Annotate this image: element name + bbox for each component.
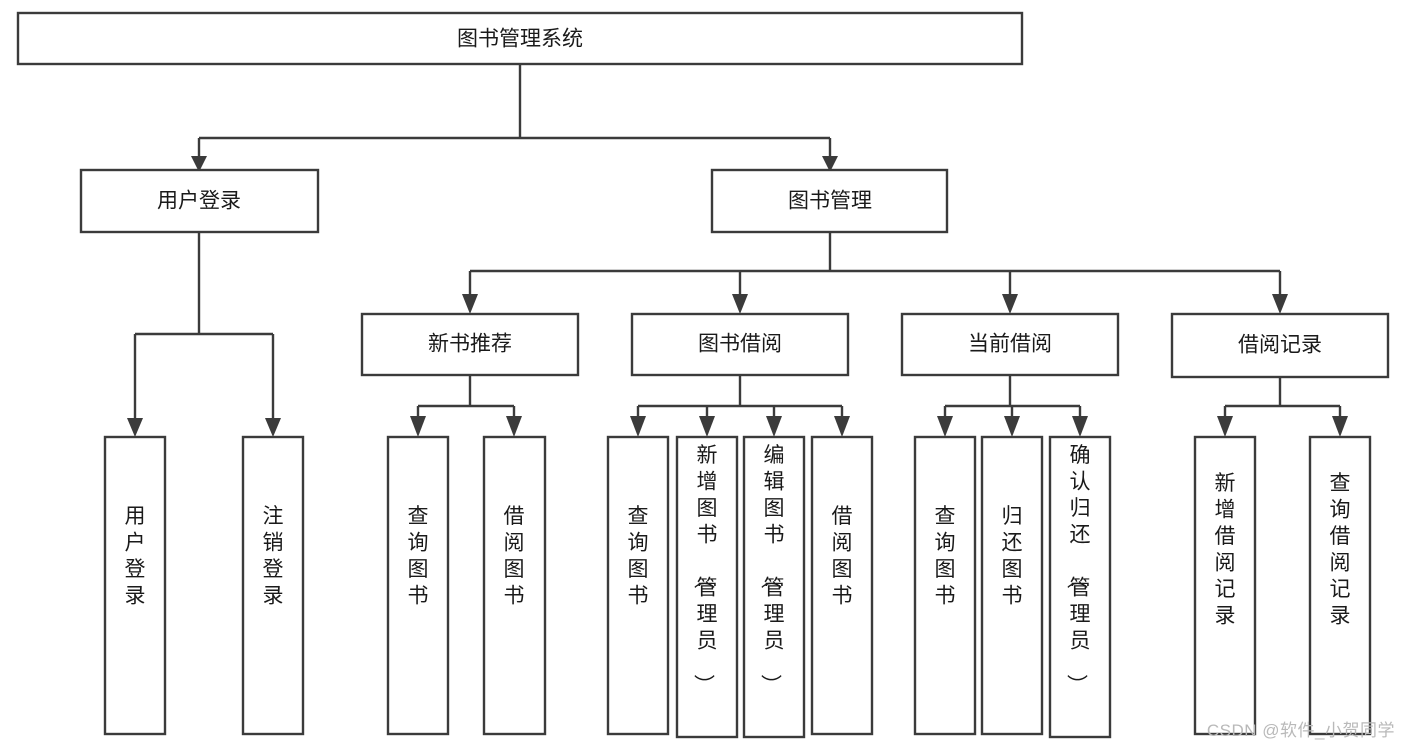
connector-bookborrow-to-leaves xyxy=(630,375,850,437)
node-box-shape xyxy=(79,168,320,234)
node-user-login[interactable]: 用户登录 xyxy=(79,168,320,234)
arrow-head-icon xyxy=(1002,294,1018,314)
node-label: 当前借阅 xyxy=(968,333,1052,356)
node-label: 图书管理 xyxy=(788,190,872,213)
node-leaf-logout[interactable]: 注销登录 xyxy=(241,435,305,736)
node-box-shape xyxy=(482,435,547,736)
arrow-head-icon xyxy=(1272,294,1288,314)
node-label: 图书借阅 xyxy=(698,333,782,356)
node-label: 注销登录 xyxy=(263,505,284,608)
connector-root-to-level2 xyxy=(191,64,838,172)
node-label: 图书管理系统 xyxy=(457,28,583,51)
node-label: 新书推荐 xyxy=(428,333,512,356)
node-book-manage[interactable]: 图书管理 xyxy=(710,168,949,234)
arrow-head-icon xyxy=(506,416,522,437)
node-root[interactable]: 图书管理系统 xyxy=(16,11,1024,66)
connector-newbook-to-leaves xyxy=(410,375,522,437)
node-box-shape xyxy=(980,435,1044,736)
csdn-watermark: CSDN @软件_小贺同学 xyxy=(1206,721,1395,740)
node-box-shape xyxy=(742,435,806,739)
arrow-head-icon xyxy=(462,294,478,314)
node-label: 查询图书 xyxy=(408,505,429,608)
node-label: 归还图书 xyxy=(1002,505,1023,608)
connector-borrowrecord-to-leaves xyxy=(1217,377,1348,437)
node-box-shape xyxy=(386,435,450,736)
arrow-head-icon xyxy=(191,156,207,172)
node-label: 用户登录 xyxy=(157,190,241,213)
node-label: 新增图书（管理员） xyxy=(692,444,718,695)
node-label: 查询借阅记录 xyxy=(1330,472,1351,628)
arrow-head-icon xyxy=(630,416,646,437)
node-label: 借阅图书 xyxy=(504,505,525,608)
node-leaf-return-book[interactable]: 归还图书 xyxy=(980,435,1044,736)
node-box-shape xyxy=(913,435,977,736)
node-leaf-borrow-book-1[interactable]: 借阅图书 xyxy=(482,435,547,736)
node-label: 查询图书 xyxy=(628,505,649,608)
node-label: 查询图书 xyxy=(935,505,956,608)
node-leaf-query-book-3[interactable]: 查询图书 xyxy=(913,435,977,736)
connector-line xyxy=(133,232,275,422)
arrow-head-icon xyxy=(410,416,426,437)
connector-line xyxy=(636,375,844,420)
arrow-head-icon xyxy=(822,156,838,172)
arrow-head-icon xyxy=(265,418,281,437)
arrow-head-icon xyxy=(937,416,953,437)
node-box-shape xyxy=(630,312,850,377)
arrow-head-icon xyxy=(1332,416,1348,437)
arrow-head-icon xyxy=(1217,416,1233,437)
node-box-shape xyxy=(1193,435,1257,736)
node-leaf-user-login[interactable]: 用户登录 xyxy=(103,435,167,736)
node-leaf-query-record[interactable]: 查询借阅记录 xyxy=(1308,435,1372,736)
connector-line xyxy=(468,232,1282,300)
node-box-shape xyxy=(1048,435,1112,739)
node-new-book-rec[interactable]: 新书推荐 xyxy=(360,312,580,377)
connector-line xyxy=(943,375,1082,420)
node-label: 确认归还（管理员） xyxy=(1065,444,1091,695)
arrow-head-icon xyxy=(1072,416,1088,437)
node-box-shape xyxy=(710,168,949,234)
node-box-shape xyxy=(1308,435,1372,736)
connector-bookmanage-to-level3 xyxy=(462,232,1288,314)
node-leaf-borrow-book-2[interactable]: 借阅图书 xyxy=(810,435,874,736)
connector-line xyxy=(197,64,832,160)
node-box-shape xyxy=(103,435,167,736)
arrow-head-icon xyxy=(834,416,850,437)
arrow-head-icon xyxy=(699,416,715,437)
node-box-shape xyxy=(16,11,1024,66)
node-label: 新增借阅记录 xyxy=(1215,472,1236,628)
arrow-head-icon xyxy=(127,418,143,437)
connector-userlogin-to-leaves xyxy=(127,232,281,437)
node-leaf-query-book-2[interactable]: 查询图书 xyxy=(606,435,670,736)
node-box-shape xyxy=(360,312,580,377)
node-box-shape xyxy=(900,312,1120,377)
node-book-borrow[interactable]: 图书借阅 xyxy=(630,312,850,377)
node-box-shape xyxy=(606,435,670,736)
node-box-shape xyxy=(1170,312,1390,379)
node-leaf-query-book-1[interactable]: 查询图书 xyxy=(386,435,450,736)
node-leaf-edit-book[interactable]: 编辑图书（管理员） xyxy=(742,435,806,739)
arrow-head-icon xyxy=(766,416,782,437)
node-label: 用户登录 xyxy=(125,505,146,608)
connector-line xyxy=(1223,377,1342,420)
node-label: 编辑图书（管理员） xyxy=(759,444,785,695)
node-current-borrow[interactable]: 当前借阅 xyxy=(900,312,1120,377)
node-label: 借阅记录 xyxy=(1238,334,1322,357)
node-label: 借阅图书 xyxy=(832,505,853,608)
node-box-shape xyxy=(675,435,739,739)
node-box-shape xyxy=(810,435,874,736)
arrow-head-icon xyxy=(1004,416,1020,437)
node-leaf-add-book[interactable]: 新增图书（管理员） xyxy=(675,435,739,739)
connector-line xyxy=(416,375,516,420)
node-borrow-record[interactable]: 借阅记录 xyxy=(1170,312,1390,379)
connector-currentborrow-to-leaves xyxy=(937,375,1088,437)
arrow-head-icon xyxy=(732,294,748,314)
node-leaf-confirm-return[interactable]: 确认归还（管理员） xyxy=(1048,435,1112,739)
node-leaf-add-record[interactable]: 新增借阅记录 xyxy=(1193,435,1257,736)
node-box-shape xyxy=(241,435,305,736)
